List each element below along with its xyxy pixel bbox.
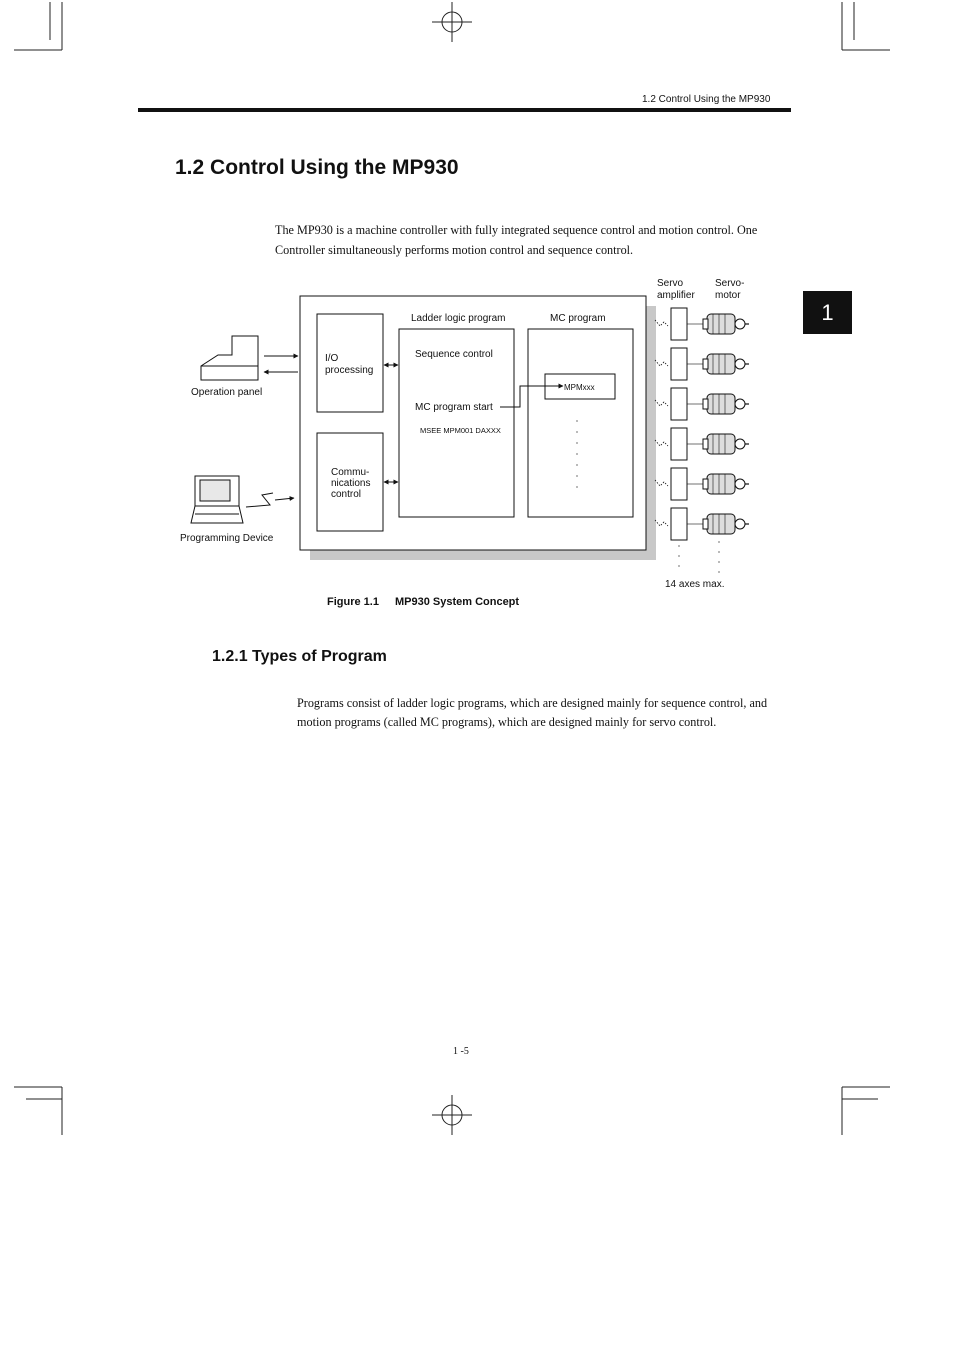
servo-motor-label-1: Servo- <box>715 278 744 289</box>
servo-amplifier-box <box>670 307 688 341</box>
servo-motor-icon <box>702 313 749 335</box>
communications-box <box>316 432 384 532</box>
subsection-title: 1.2.1 Types of Program <box>212 648 387 665</box>
servo-signal-line <box>654 319 669 327</box>
servo-signal-line <box>654 359 669 367</box>
figure-caption-number: Figure 1.1 <box>327 596 379 608</box>
sequence-control-label: Sequence control <box>415 349 493 360</box>
mc-program-dots <box>576 420 578 488</box>
page-number: 1 -5 <box>453 1046 469 1057</box>
mc-start-connector <box>500 383 564 408</box>
io-label-1: I/O <box>325 353 339 364</box>
servo-axis-row <box>654 427 749 461</box>
servo-axis-row <box>654 347 749 381</box>
servo-amplifier-box <box>670 347 688 381</box>
chapter-tab: 1 <box>803 291 852 334</box>
ladder-logic-box <box>398 328 515 518</box>
servo-motor-icon <box>702 393 749 415</box>
servo-motor-icon <box>702 473 749 495</box>
servo-amp-label-1: Servo <box>657 278 684 289</box>
mpmxxx-label: MPMxxx <box>564 383 595 392</box>
axis-continuation-dots <box>678 541 720 573</box>
servo-axis-row <box>654 307 749 341</box>
comm-label-1: Commu- <box>331 467 369 478</box>
servo-axis-rows <box>654 307 749 541</box>
servo-signal-line <box>654 479 669 487</box>
comm-label-2: nications <box>331 478 370 489</box>
io-processing-box <box>316 313 384 413</box>
servo-signal-line <box>654 439 669 447</box>
comm-label-3: control <box>331 489 361 500</box>
header-rule <box>138 108 791 112</box>
servo-motor-icon <box>702 353 749 375</box>
laptop-icon <box>190 475 244 524</box>
servo-amplifier-box <box>670 427 688 461</box>
wireless-link <box>245 492 274 508</box>
figure-caption-title: MP930 System Concept <box>394 596 520 608</box>
mc-program-start-label: MC program start <box>415 402 493 413</box>
programming-device-label: Programming Device <box>180 533 274 544</box>
servo-motor-icon <box>702 513 749 535</box>
figure-caption: Figure 1.1 MP930 System Concept <box>327 596 519 608</box>
mc-program-label: MC program <box>550 313 606 324</box>
system-concept-diagram: Ladder logic program MC program I/O proc… <box>180 278 749 590</box>
servo-motor-label-2: motor <box>715 290 741 301</box>
intro-paragraph: The MP930 is a machine controller with f… <box>275 223 758 257</box>
operation-panel-icon <box>200 335 259 381</box>
servo-signal-line <box>654 519 669 527</box>
axes-max-label: 14 axes max. <box>665 579 724 590</box>
section-title: 1.2 Control Using the MP930 <box>175 156 459 179</box>
servo-amplifier-box <box>670 467 688 501</box>
servo-motor-icon <box>702 433 749 455</box>
running-header: 1.2 Control Using the MP930 <box>642 94 771 105</box>
servo-axis-row <box>654 387 749 421</box>
servo-amp-label-2: amplifier <box>657 290 695 301</box>
mc-program-box <box>527 328 634 518</box>
io-label-2: processing <box>325 365 373 376</box>
servo-amplifier-box <box>670 387 688 421</box>
servo-axis-row <box>654 507 749 541</box>
servo-axis-row <box>654 467 749 501</box>
servo-signal-line <box>654 399 669 407</box>
servo-amplifier-box <box>670 507 688 541</box>
operation-panel-label: Operation panel <box>191 387 262 398</box>
ladder-logic-label: Ladder logic program <box>411 313 506 324</box>
code-label: MSEE MPM001 DAXXX <box>420 426 501 435</box>
types-of-program-paragraph: Programs consist of ladder logic program… <box>297 696 768 729</box>
